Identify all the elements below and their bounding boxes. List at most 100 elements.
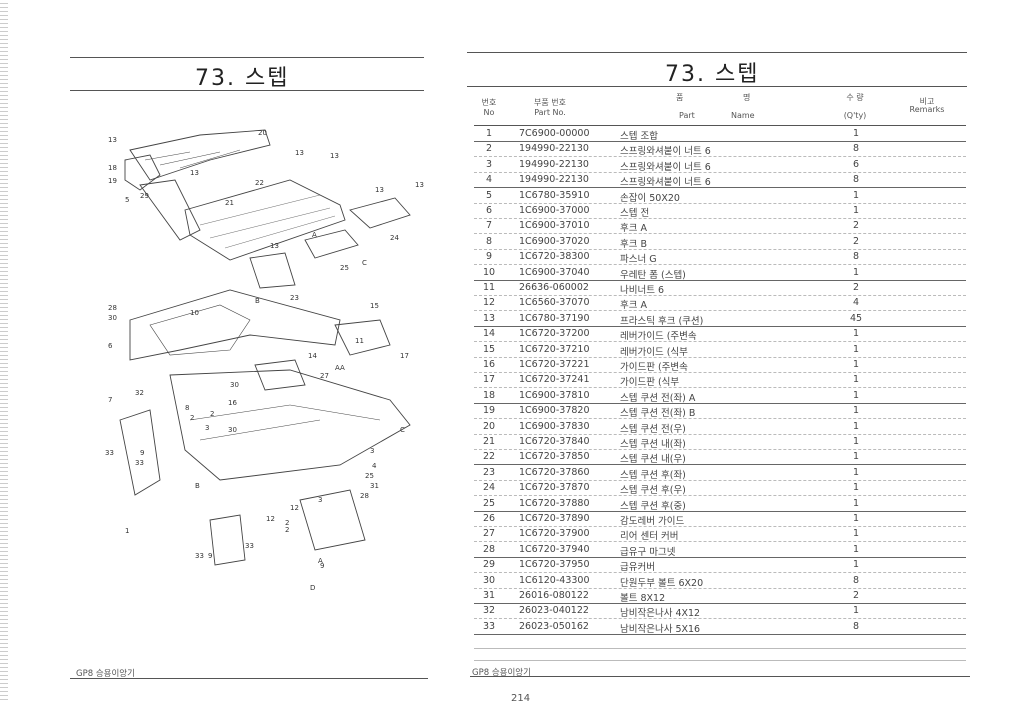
- quantity: 1: [852, 405, 860, 417]
- quantity: 6: [852, 158, 860, 170]
- quantity: 45: [849, 312, 863, 324]
- header-no-ko: 번호: [481, 98, 497, 107]
- callout-label: 20: [258, 129, 267, 137]
- callout-label: A: [340, 364, 345, 372]
- quantity: 4: [852, 297, 860, 309]
- callout-label: 3: [370, 447, 374, 455]
- part-name: 나비너트 6: [620, 285, 665, 296]
- callout-label: A: [312, 231, 317, 239]
- part-number-index: 8: [485, 235, 493, 247]
- quantity: 1: [852, 466, 860, 478]
- callout-label: 16: [228, 399, 237, 407]
- callout-label: 2: [285, 519, 289, 527]
- header-name-en-1: Part: [679, 111, 695, 120]
- callout-label: 7: [108, 396, 112, 404]
- quantity: 1: [852, 128, 860, 139]
- part-number: 1C6720-37870: [519, 482, 590, 494]
- quantity: 1: [852, 328, 860, 340]
- callout-label: 12: [266, 515, 275, 523]
- part-name: 스텝 쿠션 전(우): [620, 423, 686, 435]
- part-number: 1C6900-37040: [519, 266, 590, 278]
- callout-label: A: [335, 364, 340, 372]
- footer-model: GP8 승용이앙기: [472, 668, 531, 678]
- callout-label: 8: [185, 404, 189, 412]
- quantity: 2: [852, 235, 860, 247]
- callout-label: 22: [255, 179, 264, 187]
- part-number: 1C6720-37241: [519, 374, 590, 386]
- part-number-index: 17: [482, 374, 496, 386]
- part-name: 스텝 쿠션 내(우): [620, 454, 686, 466]
- quantity: 1: [852, 482, 860, 494]
- header-remarks-en: Remarks: [909, 105, 945, 114]
- footer-model: GP8 승용이앙기: [76, 669, 135, 679]
- part-number: 1C6720-37210: [519, 343, 590, 355]
- part-number-index: 11: [482, 282, 496, 293]
- quantity: 8: [852, 174, 860, 186]
- part-number: 1C6780-37190: [519, 312, 590, 324]
- part-name: 남비작은나사 4X12: [620, 608, 701, 620]
- quantity: 1: [852, 205, 860, 216]
- part-name: 스텝 전: [620, 208, 650, 219]
- part-name: 스텝 쿠션 전(좌) A: [620, 392, 696, 404]
- part-number: 1C6900-37000: [519, 205, 590, 216]
- quantity: 2: [852, 220, 860, 232]
- callout-label: 11: [355, 337, 364, 345]
- bottom-rule: [70, 678, 428, 679]
- quantity: 1: [852, 605, 860, 617]
- header-qty-en: (Q'ty): [843, 111, 867, 120]
- bracket-lower: [209, 514, 246, 566]
- part-number: 7C6900-00000: [519, 128, 590, 139]
- part-number: 1C6900-37020: [519, 235, 590, 247]
- part-name: 우레탄 폼 (스텝): [620, 269, 686, 281]
- title-rule: [467, 86, 967, 87]
- callout-label: D: [310, 584, 315, 592]
- part-number-index: 21: [482, 436, 496, 447]
- callout-label: 13: [415, 181, 424, 189]
- header-name-ko-1: 품: [676, 93, 684, 102]
- part-name: 후크 A: [620, 223, 647, 235]
- callout-label: 30: [230, 381, 239, 389]
- callout-label: C: [400, 426, 405, 434]
- part-number: 1C6720-38300: [519, 251, 590, 263]
- callout-label: 30: [228, 426, 237, 434]
- part-name: 스텝 쿠션 전(좌) B: [620, 408, 696, 420]
- rear-left-cushion: [249, 252, 296, 289]
- callout-label: 13: [108, 136, 117, 144]
- part-name: 급유커버: [620, 562, 655, 574]
- part-number: 26023-040122: [519, 605, 589, 617]
- part-number: 26636-060002: [519, 282, 589, 293]
- part-number: 194990-22130: [519, 158, 589, 170]
- part-name: 스텝 쿠션 후(좌): [620, 469, 686, 481]
- header-no-en: No: [483, 108, 495, 117]
- callout-label: 21: [225, 199, 234, 207]
- callout-label: 1: [125, 527, 129, 535]
- callout-label: 33: [245, 542, 254, 550]
- quantity: 1: [852, 543, 860, 555]
- part-name: 가이드판 (주변속: [620, 362, 688, 373]
- lever-guide-right: [334, 319, 391, 356]
- side-bracket: [119, 409, 161, 496]
- part-number-index: 7: [485, 220, 493, 232]
- part-number-index: 13: [482, 312, 496, 324]
- callout-label: 2: [210, 410, 214, 418]
- header-rule: [474, 125, 966, 126]
- bottom-rule: [470, 676, 970, 677]
- callout-label: 33: [105, 449, 114, 457]
- callout-label: 28: [360, 492, 369, 500]
- callout-label: 17: [400, 352, 409, 360]
